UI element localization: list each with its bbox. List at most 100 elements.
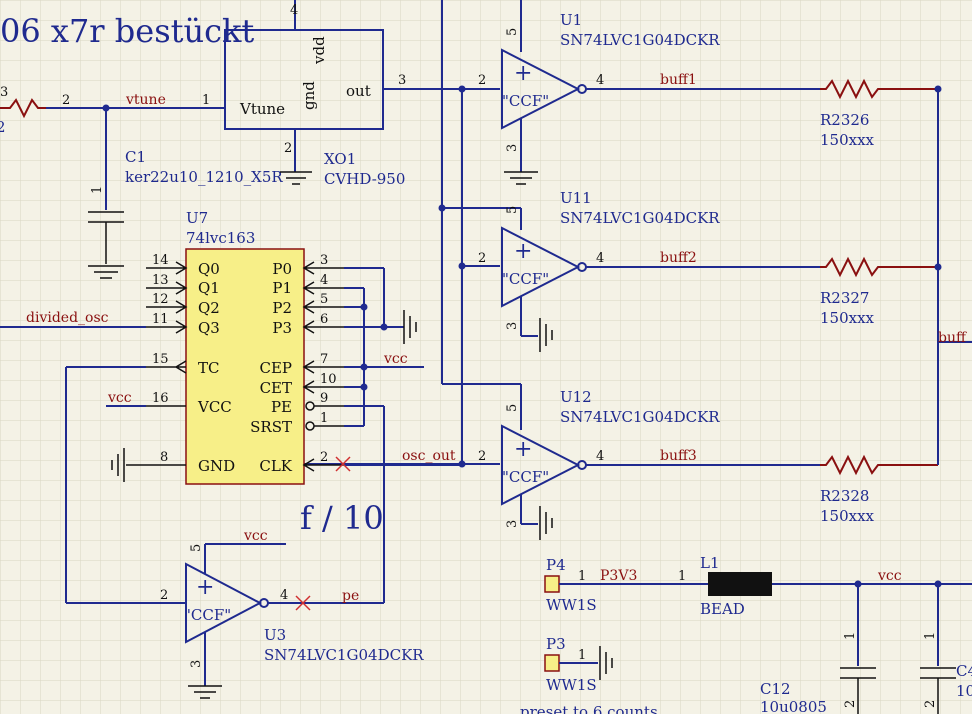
c4-pin-1: 1 (923, 632, 938, 640)
u7-pin-pe: PE (271, 398, 292, 416)
u7-pin-q0: Q0 (198, 260, 220, 278)
buff-bus: buff (934, 85, 972, 465)
r2327-ref: R2327 (820, 289, 869, 307)
u12-label: "CCF" (502, 468, 549, 486)
bead-l1: L1 1 BEAD vcc (678, 554, 972, 618)
u7-num-15: 15 (152, 352, 169, 367)
no-erc-marker-icon (335, 456, 351, 472)
left-partial-resistor: 3 2 2 (0, 85, 70, 136)
u1-ref: U1 (560, 11, 582, 29)
u7-value: 74lvc163 (186, 229, 255, 247)
u7-pin-p3: P3 (272, 319, 292, 337)
l1-ref: L1 (700, 554, 720, 572)
u7-pin-cet: CET (260, 379, 292, 397)
u12-value: SN74LVC1G04DCKR (560, 408, 720, 426)
left-pin-2: 2 (62, 93, 70, 108)
ground-icon (403, 310, 417, 344)
ground-icon (539, 318, 553, 352)
net-label-vcc-u7: vcc (107, 390, 132, 406)
u11-pin-out: 4 (596, 251, 604, 266)
xo1-ref: XO1 (324, 150, 356, 168)
preset-note: preset to 6 counts (520, 703, 658, 714)
u12-pin-out: 4 (596, 449, 604, 464)
net-label-vcc-u3: vcc (243, 528, 268, 544)
p4-value: WW1S (546, 596, 597, 614)
counter-u7: U7 74lvc163 Q0 Q1 Q2 Q3 TC VCC GND 14 13… (126, 209, 344, 485)
u1-label: "CCF" (502, 92, 549, 110)
net-label-vtune: vtune (125, 92, 166, 108)
ground-tap-p3: P3 WW1S 1 (544, 635, 613, 694)
u7-num-11: 11 (152, 312, 169, 327)
r2326-ref: R2326 (820, 111, 869, 129)
resistor-r2328: R2328 150xxx (820, 454, 938, 525)
u7-num-2: 2 (320, 450, 328, 465)
resistor-r2326: R2326 150xxx (820, 78, 938, 149)
vtune-net: vtune 1 (46, 92, 225, 112)
net-label-buff2: buff2 (660, 250, 697, 266)
u7-num-9: 9 (320, 391, 328, 406)
inverter-u3: + "CCF" U3 SN74LVC1G04DCKR 2 4 vcc 5 3 p… (160, 528, 424, 699)
oscillator-xo1: 4 vdd gnd out Vtune 2 XO1 CVHD-950 3 (224, 0, 462, 188)
capacitor-c1: C1 ker22u10_1210_X5R 1 (88, 108, 283, 279)
ground-icon (88, 265, 124, 279)
u7-num-4: 4 (320, 273, 328, 288)
u3-label: "CCF" (184, 606, 231, 624)
xo1-pin-vtune: Vtune (239, 100, 285, 118)
u1-plus: + (514, 61, 532, 86)
net-label-buff3: buff3 (660, 448, 697, 464)
u12-plus: + (514, 437, 532, 462)
u12-pin-gnd: 3 (505, 520, 520, 528)
u7-num-3: 3 (320, 253, 328, 268)
title-fragment: 06 x7r bestückt (0, 12, 254, 50)
divider-label: f / 10 (300, 499, 384, 537)
u1-pin-vcc: 5 (505, 28, 520, 36)
p4-ref: P4 (546, 556, 566, 574)
clock-distribution: osc_out (304, 0, 522, 468)
r2328-ref: R2328 (820, 487, 869, 505)
inverter-u1: + "CCF" U1 SN74LVC1G04DCKR 2 4 5 3 buff1 (478, 11, 820, 185)
u3-plus: + (196, 575, 214, 600)
l1-pin-1: 1 (678, 569, 686, 584)
u7-pin-q2: Q2 (198, 299, 220, 317)
u1-pin-out: 4 (596, 73, 604, 88)
u7-pin-clk: CLK (259, 457, 292, 475)
net-label-divided-osc: divided_osc (26, 310, 109, 326)
net-label-vcc-main: vcc (877, 568, 902, 584)
r2326-value: 150xxx (820, 131, 875, 149)
u7-num-12: 12 (152, 292, 169, 307)
c12-pin-1: 1 (843, 632, 858, 640)
l1-value: BEAD (700, 600, 745, 618)
u7-num-7: 7 (320, 352, 328, 367)
u12-pin-vcc: 5 (505, 404, 520, 412)
p4-pin-1: 1 (578, 569, 586, 584)
u1-pin-gnd: 3 (505, 144, 520, 152)
u11-pin-vcc: 5 (505, 206, 520, 214)
u7-wiring: divided_osc vcc vcc (0, 267, 462, 604)
xo1-pin-1: 1 (202, 93, 210, 108)
net-label-p3v3: P3V3 (600, 568, 637, 584)
r2328-value: 150xxx (820, 507, 875, 525)
net-label-buff: buff (938, 330, 967, 346)
ground-icon (188, 685, 222, 699)
u7-num-10: 10 (320, 372, 337, 387)
xo1-pin-out: out (346, 82, 371, 100)
xo1-pin-vdd: vdd (310, 36, 328, 65)
power-input-p4: P4 WW1S 1 P3V3 (544, 556, 708, 614)
ground-icon (599, 646, 613, 680)
no-erc-marker-icon (295, 595, 311, 611)
u1-pin-in: 2 (478, 73, 486, 88)
u3-ref: U3 (264, 626, 286, 644)
ground-icon (539, 506, 553, 540)
p3-value: WW1S (546, 676, 597, 694)
p3-pin-1: 1 (578, 648, 586, 663)
u11-pin-in: 2 (478, 251, 486, 266)
u11-pin-gnd: 3 (505, 322, 520, 330)
u11-plus: + (514, 239, 532, 264)
ground-icon (111, 448, 125, 482)
c4-ref: C4 (956, 662, 972, 680)
u7-num-16: 16 (152, 391, 169, 406)
resistor-r2327: R2327 150xxx (820, 256, 938, 327)
u7-pin-gnd: GND (198, 457, 235, 475)
p3-ref: P3 (546, 635, 566, 653)
